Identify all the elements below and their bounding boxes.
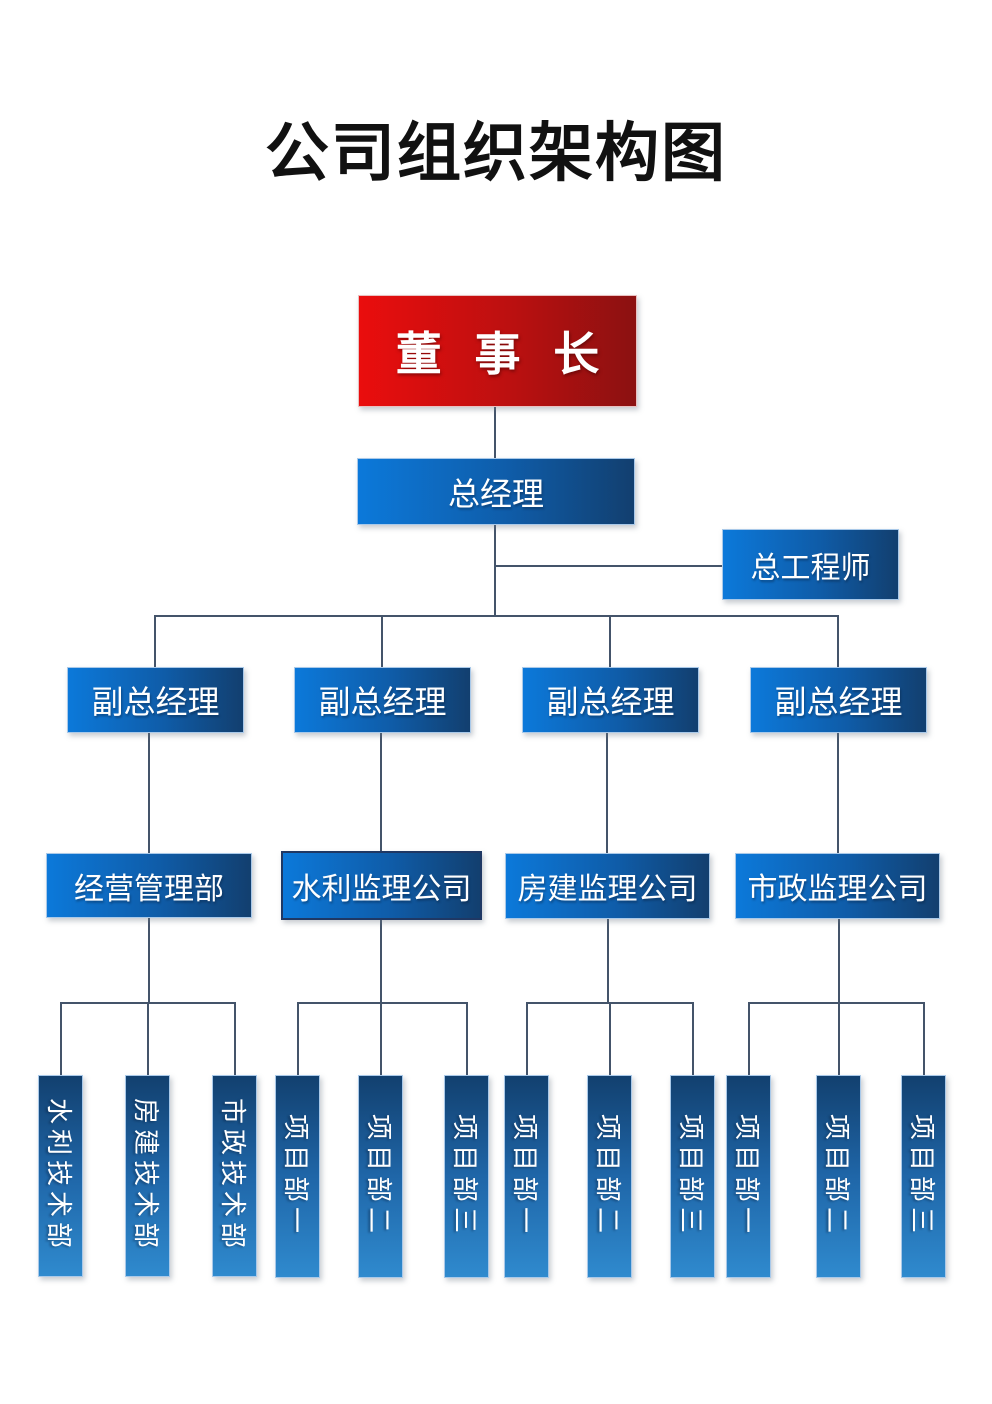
node-leaf-municipal-project-1: 项目部一	[726, 1075, 771, 1278]
node-leaf-water-project-2: 项目部二	[358, 1075, 403, 1278]
node-leaf-municipal-project-1-label: 项目部一	[732, 1114, 762, 1239]
node-chief-engineer: 总工程师	[722, 529, 899, 600]
node-dept-water-supervision-label: 水利监理公司	[291, 872, 472, 906]
node-dept-municipal-supervision: 市政监理公司	[735, 853, 940, 919]
node-leaf-water-project-1-label: 项目部一	[281, 1114, 311, 1239]
node-chairman-label: 董 事 长	[395, 328, 610, 380]
node-leaf-housing-project-3-label: 项目部三	[676, 1114, 706, 1239]
node-leaf-municipal-project-2-label: 项目部二	[822, 1114, 852, 1239]
node-dept-housing-supervision-label: 房建监理公司	[517, 873, 698, 906]
node-leaf-municipal-project-3: 项目部三	[901, 1075, 946, 1278]
node-leaf-municipal-project-3-label: 项目部三	[907, 1114, 937, 1239]
node-chairman: 董 事 长	[358, 295, 637, 407]
node-general-manager: 总经理	[357, 458, 635, 525]
page-title: 公司组织架构图	[265, 118, 727, 189]
node-chief-engineer-label: 总工程师	[750, 551, 871, 585]
node-leaf-water-project-1: 项目部一	[275, 1075, 320, 1278]
node-leaf-water-tech: 水利技术部	[38, 1075, 83, 1277]
node-deputy-manager-1-label: 副总经理	[91, 684, 220, 720]
node-leaf-housing-project-2: 项目部二	[587, 1075, 632, 1278]
node-leaf-housing-tech: 房建技术部	[125, 1075, 170, 1277]
node-dept-business-management: 经营管理部	[46, 853, 252, 918]
node-deputy-manager-1: 副总经理	[67, 667, 244, 733]
node-deputy-manager-2-label: 副总经理	[318, 684, 447, 720]
node-deputy-manager-3: 副总经理	[522, 667, 699, 733]
node-leaf-municipal-tech: 市政技术部	[212, 1075, 257, 1277]
node-leaf-municipal-project-2: 项目部二	[816, 1075, 861, 1278]
node-leaf-water-project-3-label: 项目部三	[450, 1114, 480, 1239]
node-leaf-water-project-2-label: 项目部二	[364, 1114, 394, 1239]
node-leaf-municipal-tech-label: 市政技术部	[218, 1098, 248, 1254]
node-deputy-manager-4: 副总经理	[750, 667, 927, 733]
node-leaf-housing-project-1: 项目部一	[504, 1075, 549, 1278]
node-dept-municipal-supervision-label: 市政监理公司	[747, 873, 928, 906]
node-dept-water-supervision: 水利监理公司	[281, 851, 482, 920]
node-leaf-water-project-3: 项目部三	[444, 1075, 489, 1278]
node-deputy-manager-4-label: 副总经理	[774, 684, 903, 720]
node-leaf-housing-project-1-label: 项目部一	[510, 1114, 540, 1239]
node-dept-housing-supervision: 房建监理公司	[505, 853, 710, 919]
node-deputy-manager-2: 副总经理	[294, 667, 471, 733]
node-general-manager-label: 总经理	[447, 475, 544, 512]
node-dept-business-management-label: 经营管理部	[74, 872, 224, 906]
node-leaf-housing-project-3: 项目部三	[670, 1075, 715, 1278]
node-leaf-water-tech-label: 水利技术部	[44, 1098, 74, 1254]
node-leaf-housing-tech-label: 房建技术部	[131, 1098, 161, 1254]
node-deputy-manager-3-label: 副总经理	[546, 684, 675, 720]
node-leaf-housing-project-2-label: 项目部二	[593, 1114, 623, 1239]
